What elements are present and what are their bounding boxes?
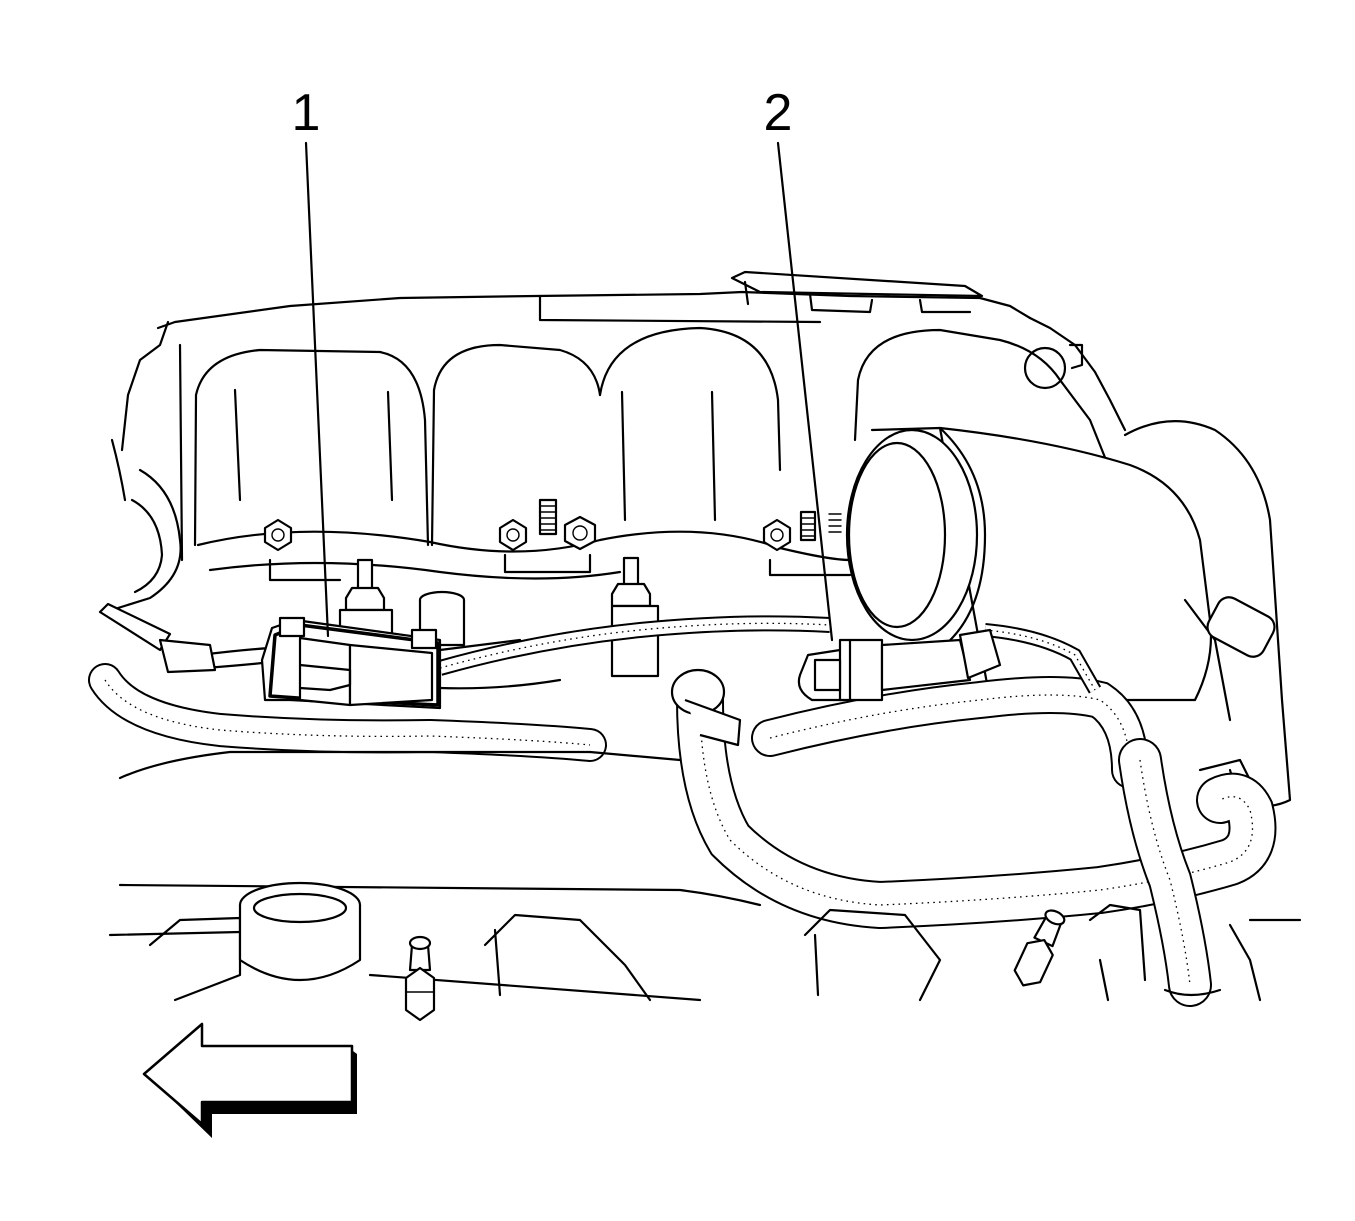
wiring-harness (88, 602, 1277, 1007)
callout-1-leader (304, 141, 330, 638)
callout-2-label: 2 (764, 84, 793, 142)
manifold-bolts (263, 498, 842, 552)
connector-2 (797, 628, 1002, 702)
callout-1-label: 1 (292, 84, 321, 142)
connector-1 (260, 616, 442, 710)
lower-engine (108, 750, 1302, 1022)
left-arrow-icon (142, 1022, 357, 1138)
callout-2-leader (776, 141, 834, 642)
air-intake-duct (845, 420, 1292, 822)
